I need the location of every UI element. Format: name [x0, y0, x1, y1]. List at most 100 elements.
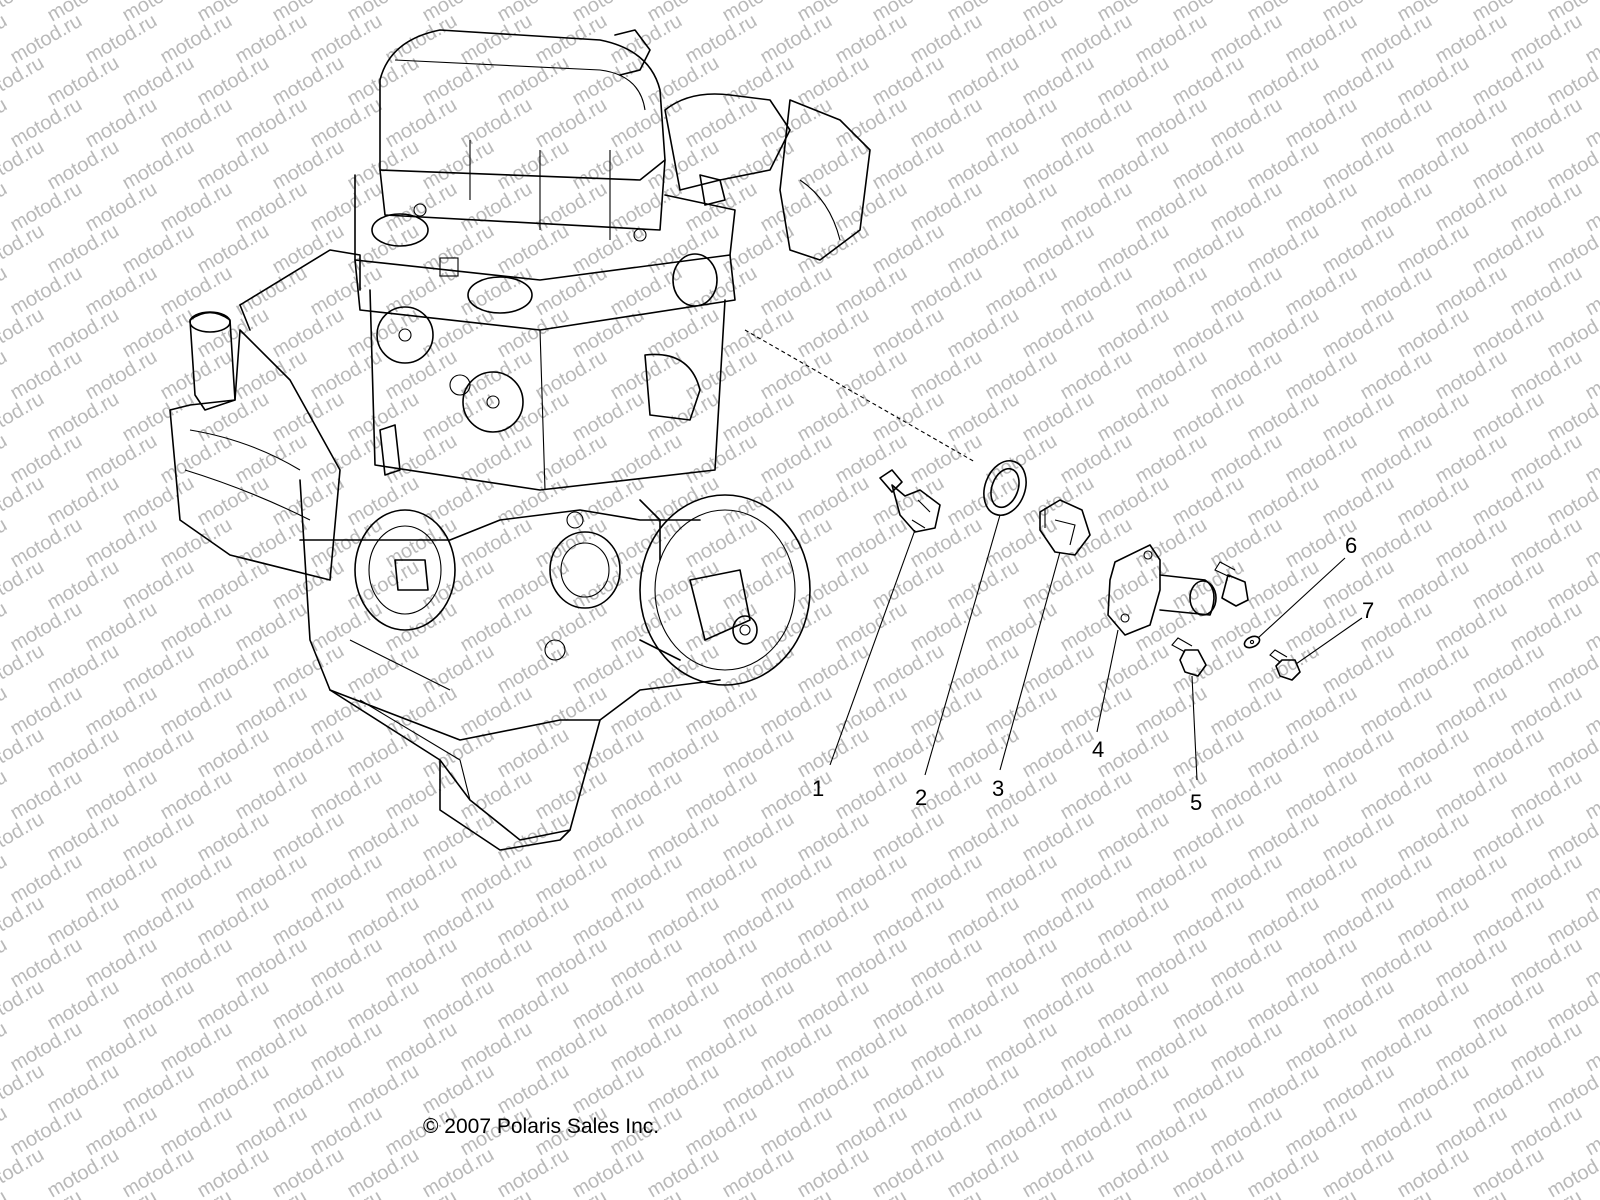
watermark-text: motod.ru — [344, 472, 423, 531]
watermark-text: motod.ru — [1169, 976, 1248, 1035]
watermark-text: motod.ru — [307, 346, 386, 405]
watermark-text: motod.ru — [1282, 850, 1361, 909]
watermark-text: motod.ru — [344, 388, 423, 447]
watermark-text: motod.ru — [1019, 1144, 1098, 1200]
watermark-text: motod.ru — [7, 766, 86, 825]
watermark-text: motod.ru — [1207, 850, 1286, 909]
watermark-text: motod.ru — [682, 1102, 761, 1161]
watermark-text: motod.ru — [1244, 472, 1323, 531]
watermark-text: motod.ru — [1507, 262, 1586, 321]
watermark-text: motod.ru — [1469, 1144, 1548, 1200]
watermark-text: motod.ru — [119, 304, 198, 363]
watermark-text: motod.ru — [1207, 10, 1286, 69]
watermark-text: motod.ru — [119, 724, 198, 783]
watermark-text: motod.ru — [1244, 556, 1323, 615]
watermark-text: motod.ru — [0, 94, 11, 153]
watermark-text: motod.ru — [869, 52, 948, 111]
watermark-text: motod.ru — [1432, 262, 1511, 321]
watermark-text: motod.ru — [1282, 262, 1361, 321]
watermark-text: motod.ru — [1169, 892, 1248, 951]
watermark-text: motod.ru — [1282, 766, 1361, 825]
watermark-text: motod.ru — [82, 430, 161, 489]
watermark-text: motod.ru — [157, 934, 236, 993]
watermark-text: motod.ru — [457, 850, 536, 909]
watermark-text: motod.ru — [1357, 514, 1436, 573]
watermark-text: motod.ru — [1057, 94, 1136, 153]
watermark-text: motod.ru — [1207, 346, 1286, 405]
watermark-text: motod.ru — [0, 1102, 11, 1161]
watermark-text: motod.ru — [1057, 430, 1136, 489]
watermark-text: motod.ru — [719, 1060, 798, 1119]
watermark-text: motod.ru — [569, 472, 648, 531]
watermark-text: motod.ru — [1244, 52, 1323, 111]
watermark-text: motod.ru — [944, 136, 1023, 195]
watermark-text: motod.ru — [232, 682, 311, 741]
watermark-text: motod.ru — [44, 640, 123, 699]
callout-1: 1 — [812, 776, 824, 801]
watermark-text: motod.ru — [1282, 430, 1361, 489]
watermark-text: motod.ru — [194, 892, 273, 951]
watermark-text: motod.ru — [719, 52, 798, 111]
watermark-text: motod.ru — [382, 346, 461, 405]
watermark-text: motod.ru — [1169, 808, 1248, 867]
watermark-text: motod.ru — [1432, 1102, 1511, 1161]
watermark-text: motod.ru — [1057, 262, 1136, 321]
watermark-text: motod.ru — [682, 262, 761, 321]
callout-2: 2 — [915, 785, 927, 810]
watermark-text: motod.ru — [907, 682, 986, 741]
watermark-text: motod.ru — [1394, 1060, 1473, 1119]
watermark-text: motod.ru — [344, 808, 423, 867]
watermark-text: motod.ru — [44, 136, 123, 195]
watermark-text: motod.ru — [982, 10, 1061, 69]
watermark-text: motod.ru — [607, 850, 686, 909]
watermark-text: motod.ru — [382, 934, 461, 993]
watermark-text: motod.ru — [0, 640, 48, 699]
watermark-text: motod.ru — [269, 136, 348, 195]
watermark-text: motod.ru — [494, 136, 573, 195]
watermark-text: motod.ru — [1394, 808, 1473, 867]
watermark-text: motod.ru — [1169, 52, 1248, 111]
watermark-text: motod.ru — [1507, 598, 1586, 657]
watermark-text: motod.ru — [1394, 52, 1473, 111]
watermark-text: motod.ru — [157, 514, 236, 573]
watermark-text: motod.ru — [119, 136, 198, 195]
watermark-text: motod.ru — [7, 1102, 86, 1161]
watermark-text: motod.ru — [607, 430, 686, 489]
watermark-text: motod.ru — [1207, 178, 1286, 237]
watermark-text: motod.ru — [82, 262, 161, 321]
watermark-text: motod.ru — [1057, 178, 1136, 237]
watermark-text: motod.ru — [232, 10, 311, 69]
watermark-text: motod.ru — [419, 976, 498, 1035]
watermark-text: motod.ru — [457, 94, 536, 153]
watermark-text: motod.ru — [644, 472, 723, 531]
watermark-text: motod.ru — [832, 766, 911, 825]
watermark-text: motod.ru — [794, 1060, 873, 1119]
watermark-text: motod.ru — [1019, 136, 1098, 195]
watermark-text: motod.ru — [1057, 514, 1136, 573]
watermark-text: motod.ru — [1282, 178, 1361, 237]
watermark-text: motod.ru — [569, 388, 648, 447]
watermark-text: motod.ru — [1282, 934, 1361, 993]
watermark-text: motod.ru — [794, 640, 873, 699]
watermark-text: motod.ru — [1507, 850, 1586, 909]
watermark-text: motod.ru — [7, 346, 86, 405]
watermark-text: motod.ru — [307, 178, 386, 237]
watermark-text: motod.ru — [832, 1018, 911, 1077]
watermark-text: motod.ru — [1207, 262, 1286, 321]
watermark-text: motod.ru — [0, 934, 11, 993]
watermark-text: motod.ru — [982, 850, 1061, 909]
watermark-text: motod.ru — [1469, 808, 1548, 867]
watermark-text: motod.ru — [569, 724, 648, 783]
watermark-text: motod.ru — [1057, 10, 1136, 69]
watermark-text: motod.ru — [494, 724, 573, 783]
watermark-text: motod.ru — [644, 136, 723, 195]
watermark-text: motod.ru — [7, 1018, 86, 1077]
watermark-text: motod.ru — [0, 178, 11, 237]
watermark-text: motod.ru — [1357, 682, 1436, 741]
watermark-text: motod.ru — [569, 304, 648, 363]
watermark-text: motod.ru — [344, 1144, 423, 1200]
watermark-text: motod.ru — [832, 346, 911, 405]
watermark-text: motod.ru — [1432, 178, 1511, 237]
watermark-text: motod.ru — [532, 934, 611, 993]
